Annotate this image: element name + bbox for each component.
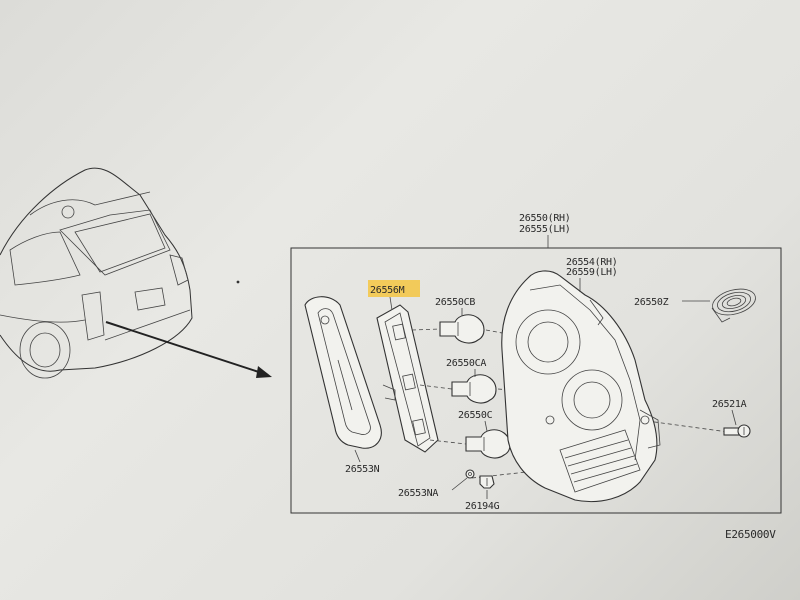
bulb-cb-label: 26550CB — [435, 297, 475, 308]
grommet-part — [479, 475, 495, 489]
housing-rh-label: 26554(RH) — [566, 257, 618, 268]
lamp-housing-part — [501, 270, 661, 503]
bulb-socket-part — [376, 304, 439, 453]
housing-lh-label: 26559(LH) — [566, 267, 618, 278]
car-illustration — [0, 167, 193, 379]
bulb-c-label: 26550C — [458, 410, 493, 421]
reflector-part — [304, 296, 382, 449]
assembly-lh-label: 26555(LH) — [519, 224, 571, 235]
screw-part — [723, 424, 751, 438]
bulb-ca-label: 26550CA — [446, 358, 486, 369]
bulb-socket-label: 26556M — [370, 285, 405, 296]
pointer-arrow — [105, 321, 272, 378]
bulb-socket-leader — [389, 296, 393, 311]
bulb-c-leader — [484, 420, 488, 432]
reflector-leader — [354, 449, 361, 463]
bulb-cb-part — [439, 314, 485, 344]
harness-part — [711, 288, 756, 323]
grommet-label: 26194G — [465, 501, 500, 512]
screw-label: 26521A — [712, 399, 747, 410]
assembly-rh-label: 26550(RH) — [519, 213, 571, 224]
bulb-c-part — [465, 429, 511, 459]
screw-leader — [731, 409, 737, 426]
clip-part — [465, 469, 475, 479]
highlight-26556M — [368, 280, 420, 297]
diagram-frame — [290, 247, 782, 514]
clip-leader — [451, 477, 468, 491]
figure-code: E265000V — [725, 528, 776, 541]
clip-label: 26553NA — [398, 488, 438, 499]
reflector-label: 26553N — [345, 464, 380, 475]
harness-label: 26550Z — [634, 297, 669, 308]
stray-mark — [236, 280, 240, 284]
bulb-ca-part — [451, 374, 497, 404]
